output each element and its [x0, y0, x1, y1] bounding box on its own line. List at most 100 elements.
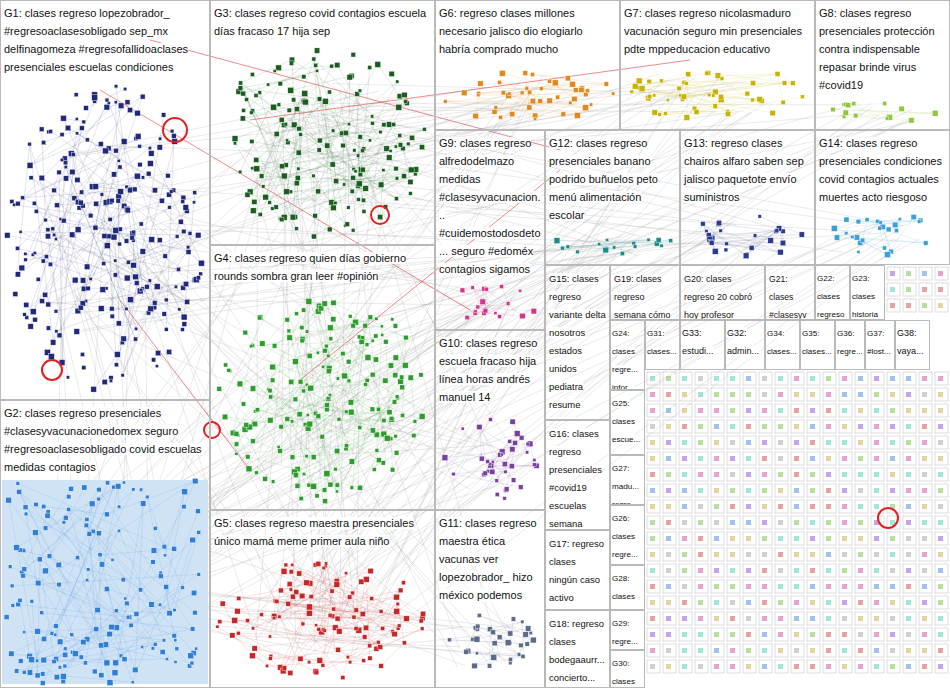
small-group-cell [887, 372, 900, 385]
vertex-icon [169, 190, 173, 194]
small-group-cell [727, 452, 740, 465]
vertex-icon [43, 292, 48, 297]
vertex-icon [137, 288, 143, 294]
vertex-icon [100, 193, 104, 197]
vertex-icon [141, 176, 144, 179]
vertex-icon [327, 90, 331, 94]
vertex-icon [183, 281, 188, 286]
vertex-icon [84, 264, 90, 270]
vertex-icon [99, 673, 104, 678]
cluster-edge [288, 103, 407, 142]
cluster-edge [343, 133, 344, 185]
cluster-edge [277, 134, 397, 199]
small-group-vertex [890, 568, 895, 573]
small-group-vertex [794, 408, 799, 413]
vertex-icon [198, 260, 204, 266]
vertex-icon [35, 580, 41, 586]
small-group-vertex [778, 392, 783, 397]
small-group-cell [695, 452, 708, 465]
small-group-cell [839, 516, 852, 529]
vertex-icon [242, 108, 246, 112]
vertex-icon [311, 234, 316, 239]
cluster-edge [30, 605, 160, 656]
vertex-icon [162, 544, 167, 549]
small-group-cell [903, 660, 916, 673]
vertex-icon [274, 205, 278, 209]
small-group-vertex [762, 488, 767, 493]
small-group-vertex [746, 504, 751, 509]
vertex-icon [108, 217, 112, 221]
small-group-cell [711, 564, 724, 577]
small-group-cell [839, 564, 852, 577]
small-group-vertex [858, 632, 863, 637]
vertex-icon [158, 603, 161, 606]
small-group-vertex [922, 424, 927, 429]
vertex-icon [134, 611, 139, 616]
cluster-ground [2, 480, 208, 684]
small-group-cell [743, 548, 756, 561]
vertex-icon [117, 505, 121, 509]
vertex-icon [35, 673, 40, 678]
tie-line [167, 223, 634, 250]
vertex-icon [161, 113, 165, 117]
vertex-icon [96, 531, 101, 536]
vertex-icon [56, 562, 61, 567]
small-group-vertex [778, 440, 783, 445]
small-group-vertex [794, 440, 799, 445]
cluster-edge [274, 107, 425, 129]
small-group-cell [791, 644, 804, 657]
tie-line [152, 81, 668, 325]
small-group-vertex [842, 568, 847, 573]
small-group-vertex [874, 472, 879, 477]
small-group-vertex [682, 424, 687, 429]
vertex-icon [191, 590, 197, 596]
vertex-icon [44, 218, 48, 222]
small-group-vertex [650, 472, 655, 477]
vertex-icon [397, 94, 402, 99]
small-group-cell [791, 404, 804, 417]
small-group-vertex [730, 520, 735, 525]
small-group-vertex [666, 504, 671, 509]
small-group-vertex [746, 472, 751, 477]
small-group-cell [663, 420, 676, 433]
small-group-cell [775, 596, 788, 609]
small-group-cell [887, 580, 900, 593]
vertex-icon [168, 206, 172, 210]
vertex-icon [89, 277, 92, 280]
vertex-icon [132, 187, 137, 192]
vertex-icon [190, 537, 196, 543]
vertex-icon [358, 172, 363, 177]
vertex-icon [117, 159, 120, 162]
vertex-icon [190, 627, 195, 632]
vertex-icon [121, 139, 127, 145]
vertex-icon [174, 660, 177, 663]
small-group-cell [935, 468, 948, 481]
small-group-vertex [650, 440, 655, 445]
small-group-vertex [810, 456, 815, 461]
vertex-icon [57, 582, 62, 587]
small-group-vertex [746, 376, 751, 381]
vertex-icon [186, 245, 190, 249]
vertex-icon [254, 166, 260, 172]
small-group-cell [695, 484, 708, 497]
vertex-icon [148, 161, 154, 167]
cluster-edge [266, 170, 412, 197]
small-group-vertex [698, 408, 703, 413]
small-group-cell [903, 612, 916, 625]
tie-line [141, 229, 785, 564]
cluster-edge [241, 83, 287, 192]
cluster-edge [30, 144, 78, 311]
small-group-vertex [762, 456, 767, 461]
small-group-vertex [730, 648, 735, 653]
small-group-cell [775, 660, 788, 673]
small-group-vertex [698, 456, 703, 461]
cluster-edge [18, 248, 136, 277]
small-group-vertex [922, 664, 927, 669]
vertex-icon [18, 659, 23, 664]
vertex-icon [39, 127, 44, 132]
small-group-cell [887, 644, 900, 657]
small-group-cell [695, 580, 708, 593]
vertex-icon [41, 504, 46, 509]
vertex-icon [14, 669, 18, 673]
small-group-vertex [842, 408, 847, 413]
